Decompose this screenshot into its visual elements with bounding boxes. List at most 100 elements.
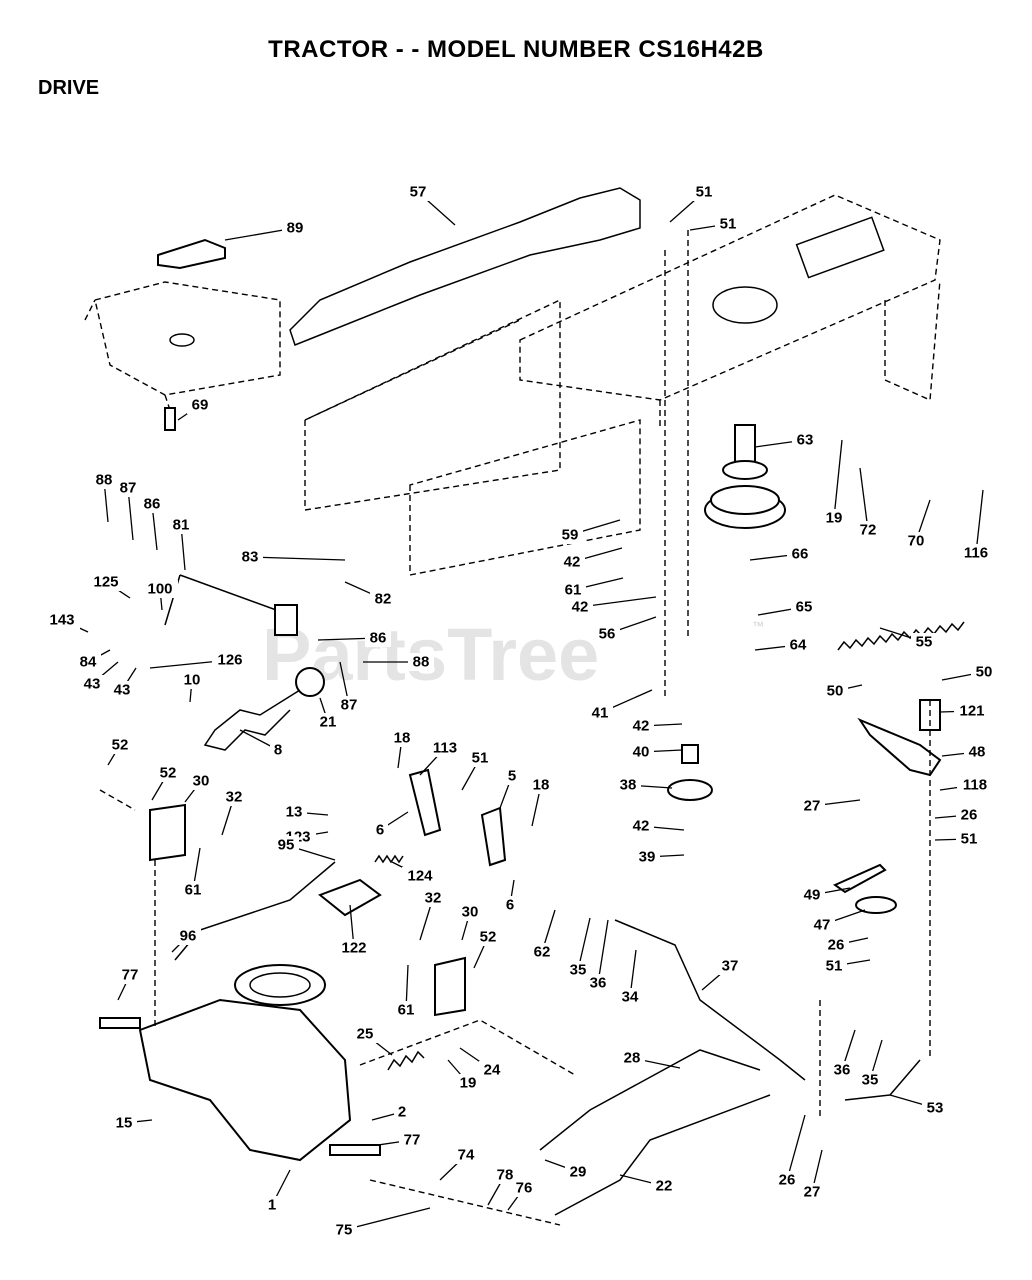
callout-label: 96 <box>180 928 197 945</box>
callout-label: 37 <box>722 958 739 975</box>
callout-label: 52 <box>160 765 177 782</box>
callout-5: 5 <box>499 767 520 809</box>
callout-label: 52 <box>480 929 497 946</box>
callout-125: 125 <box>88 573 131 599</box>
callout-label: 116 <box>964 545 988 562</box>
callout-label: 70 <box>908 533 925 550</box>
callout-6: 6 <box>502 879 518 914</box>
callout-label: 51 <box>720 216 737 233</box>
callout-label-bg <box>821 509 847 527</box>
callout-13: 13 <box>281 803 329 821</box>
callout-leader <box>597 919 609 984</box>
callout-51: 51 <box>669 183 717 223</box>
callout-label: 49 <box>804 887 821 904</box>
callout-label-bg <box>475 928 501 946</box>
callout-43: 43 <box>109 667 137 699</box>
callout-leader <box>859 467 869 531</box>
callout-label: 126 <box>217 652 242 669</box>
callout-label-bg <box>799 1183 825 1201</box>
callout-label-bg <box>187 396 213 414</box>
callout-label: 75 <box>336 1222 353 1239</box>
callout-label: 82 <box>375 591 392 608</box>
callout-label-bg <box>587 704 613 722</box>
callout-label-bg <box>567 598 593 616</box>
callout-label-bg <box>956 806 982 824</box>
callout-38: 38 <box>615 776 673 794</box>
callout-label-bg <box>408 653 434 671</box>
callout-label-bg <box>617 988 643 1006</box>
callout-label-bg <box>715 215 741 233</box>
callout-label: 42 <box>564 554 581 571</box>
callout-42: 42 <box>628 817 685 835</box>
callout-label: 5 <box>508 768 516 785</box>
callout-label-bg <box>180 881 206 899</box>
callout-label-bg <box>370 590 396 608</box>
callout-48: 48 <box>941 743 990 761</box>
callout-label-bg <box>922 1099 948 1117</box>
callout-label-bg <box>799 797 825 815</box>
callout-label-bg <box>107 736 133 754</box>
callout-label: 25 <box>357 1026 374 1043</box>
callout-label: 19 <box>826 510 843 527</box>
callout-label: 26 <box>961 807 978 824</box>
callout-28: 28 <box>619 1049 681 1069</box>
callout-label: 36 <box>834 1062 851 1079</box>
callout-label-bg <box>402 867 438 885</box>
reference-lines <box>99 230 931 1226</box>
callout-label-bg <box>565 961 591 979</box>
callout-70: 70 <box>903 499 931 550</box>
callout-89: 89 <box>224 219 308 241</box>
callout-label-bg <box>270 741 286 759</box>
callout-label-bg <box>911 633 937 651</box>
callout-24: 24 <box>459 1047 505 1079</box>
callout-35: 35 <box>565 917 591 979</box>
callout-18: 18 <box>389 729 415 769</box>
callout-label-bg <box>264 1196 280 1214</box>
callout-39: 39 <box>634 848 685 866</box>
callout-51: 51 <box>461 749 493 791</box>
callout-19: 19 <box>447 1059 481 1092</box>
callout-124: 124 <box>391 861 438 885</box>
callout-label: 30 <box>193 773 210 790</box>
callout-label-bg <box>785 636 811 654</box>
callout-label-bg <box>336 696 362 714</box>
callout-label-bg <box>453 1146 479 1164</box>
watermark-mark: ™ <box>752 619 764 633</box>
callout-label: 84 <box>80 654 97 671</box>
callout-label: 78 <box>497 1167 514 1184</box>
callout-label: 61 <box>565 582 582 599</box>
callout-label-bg <box>88 573 124 591</box>
callout-label-bg <box>44 611 80 629</box>
callout-label-bg <box>394 1103 410 1121</box>
callout-69: 69 <box>177 396 213 421</box>
callout-30: 30 <box>184 772 214 803</box>
callout-26: 26 <box>774 1114 806 1189</box>
callout-label-bg <box>457 903 483 921</box>
callout-label: 21 <box>320 714 337 731</box>
callout-77: 77 <box>377 1131 425 1149</box>
callout-label: 53 <box>927 1100 944 1117</box>
callout-label-bg <box>117 966 143 984</box>
callout-label: 42 <box>633 718 650 735</box>
callout-label-bg <box>829 1061 855 1079</box>
part-113-bracket <box>408 768 442 837</box>
callout-label-bg <box>559 553 585 571</box>
callout-label-bg <box>958 544 994 562</box>
callout-label-bg <box>281 803 307 821</box>
callout-53: 53 <box>889 1094 948 1117</box>
callout-label-bg <box>168 516 194 534</box>
callout-label-bg <box>529 943 555 961</box>
part-30-bracket-right <box>434 956 466 1017</box>
callout-label: 29 <box>570 1164 587 1181</box>
callout-32: 32 <box>419 889 446 941</box>
callout-76: 76 <box>507 1179 537 1211</box>
callout-label-bg <box>420 889 446 907</box>
callout-label-bg <box>315 713 341 731</box>
callout-label-bg <box>619 1049 645 1067</box>
part-30-bracket-left <box>149 803 186 862</box>
callout-label-bg <box>212 651 248 669</box>
callout-leader <box>343 1207 431 1231</box>
callout-label: 56 <box>599 626 616 643</box>
callout-label-bg <box>956 830 982 848</box>
callout-leader <box>975 489 984 554</box>
